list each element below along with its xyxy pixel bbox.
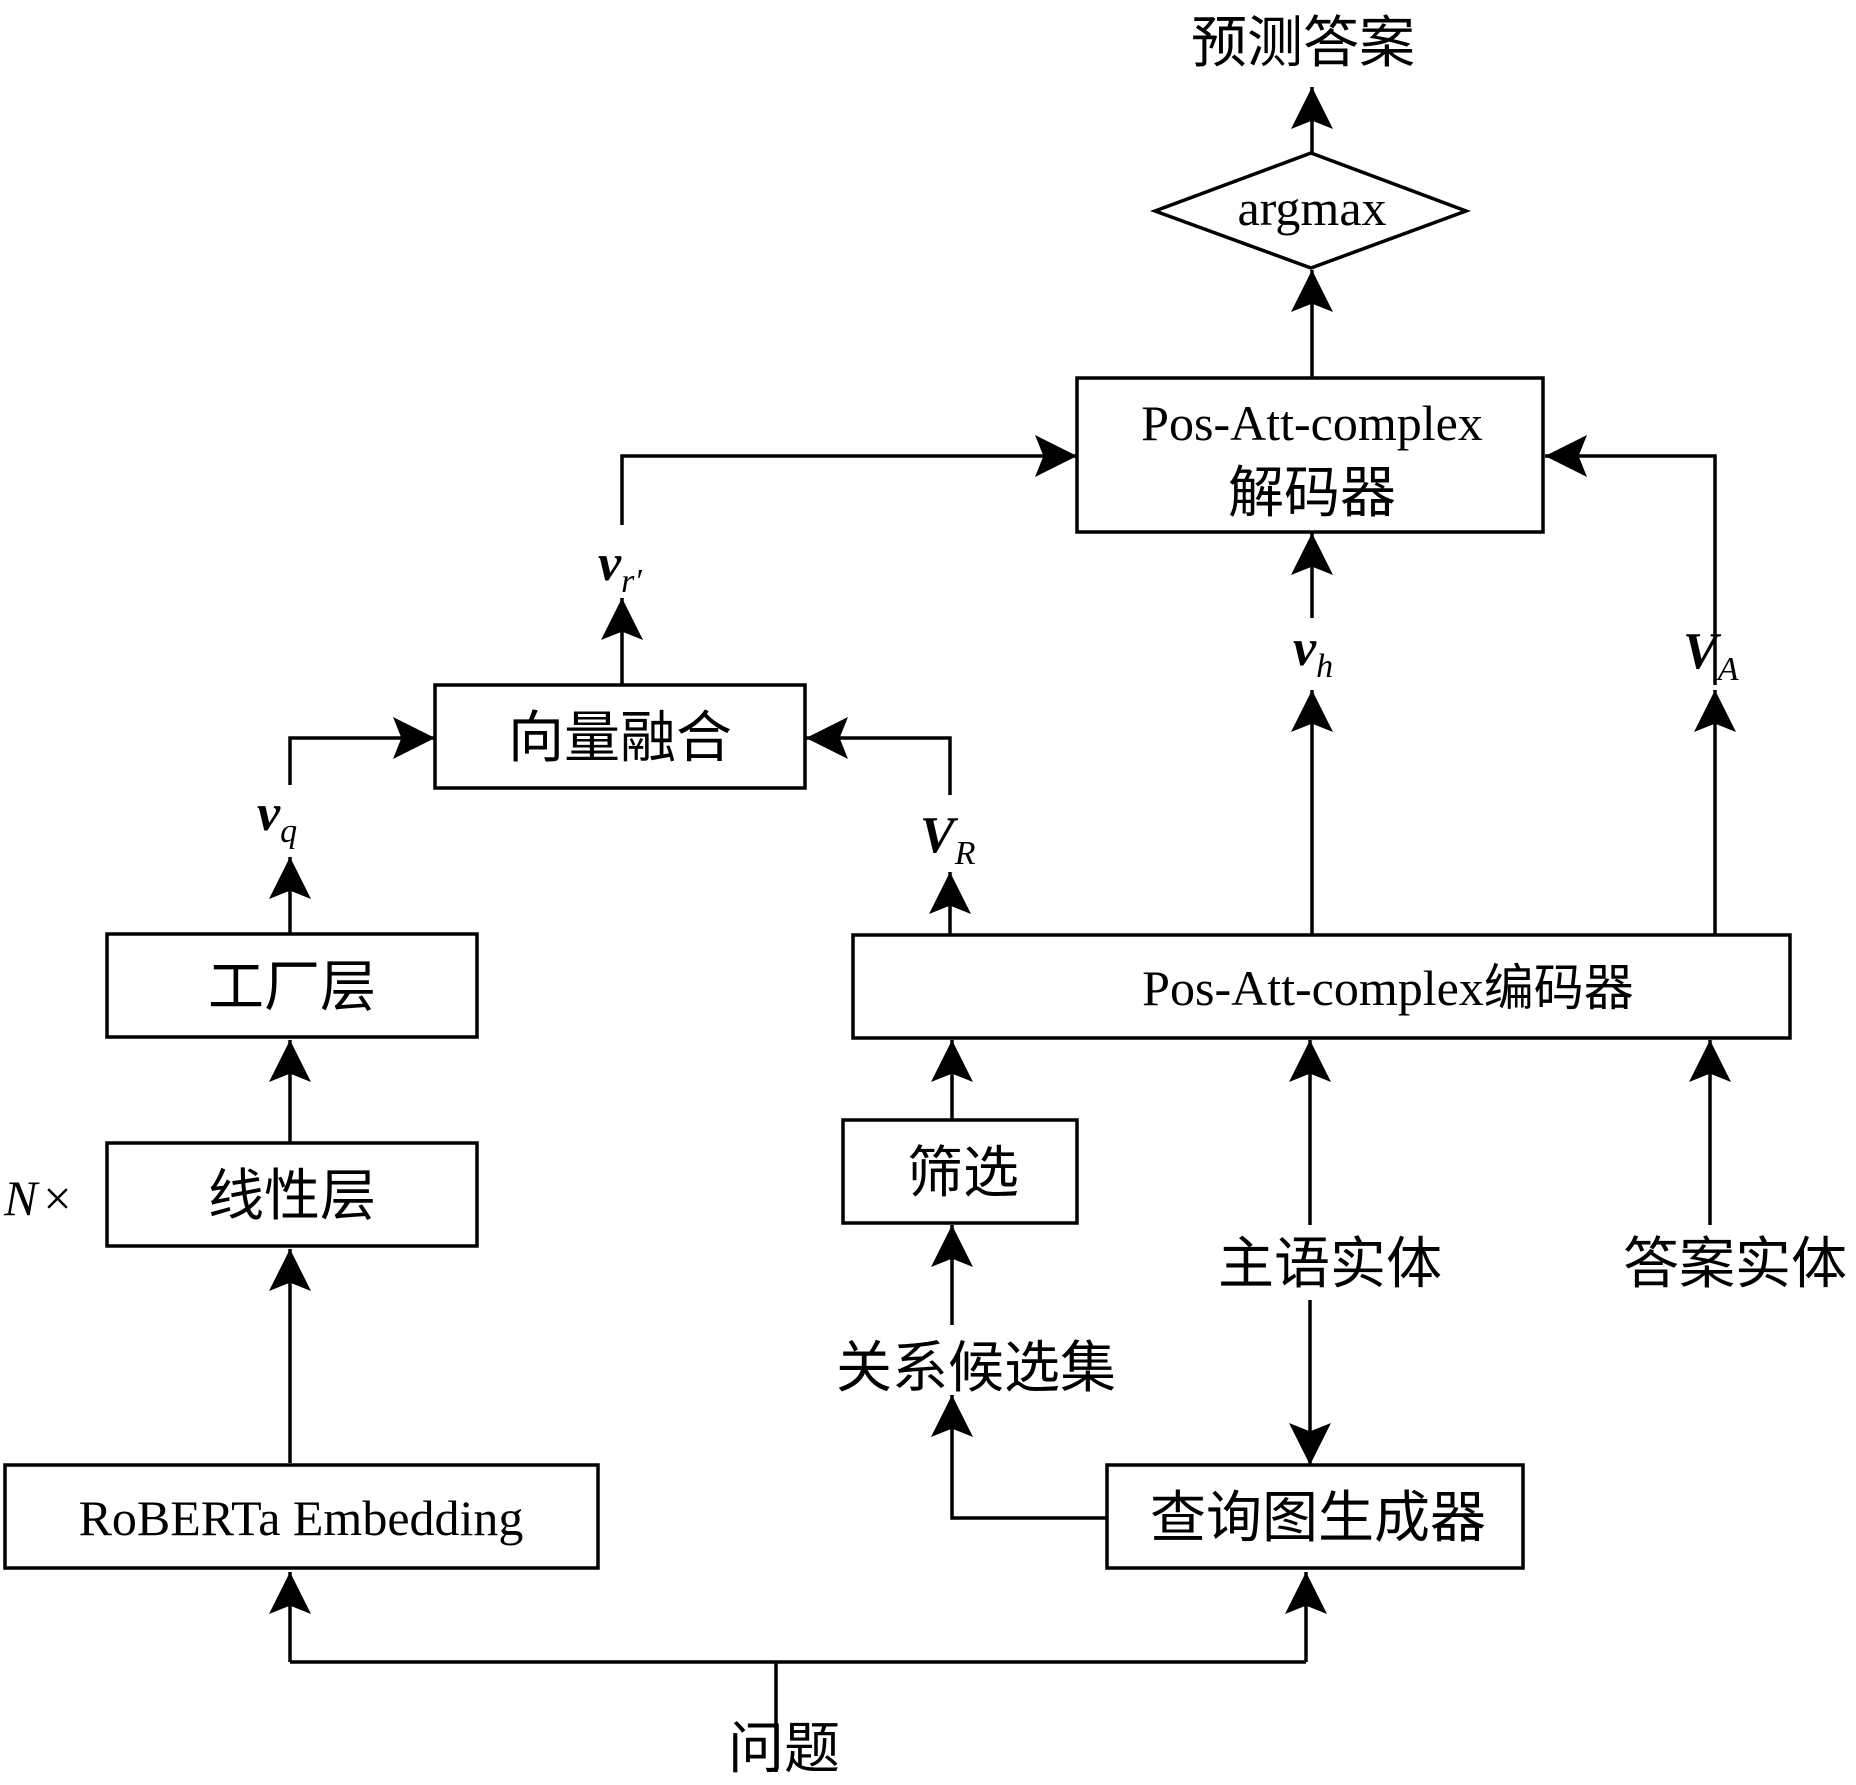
answer-entity-node: 答案实体: [1605, 1225, 1855, 1300]
argmax-label: argmax: [1237, 180, 1386, 236]
query-graph-generator-box: 查询图生成器: [1105, 1463, 1525, 1570]
filter-box: 筛选: [841, 1118, 1079, 1225]
vector-fusion-label: 向量融合: [508, 708, 732, 770]
relation-candidates-label: 关系候选集: [836, 1338, 1116, 1400]
repeat-n-label: N×: [3, 1170, 72, 1226]
vr-prime-label: vr′: [598, 535, 642, 600]
vh-label: vh: [1293, 620, 1333, 685]
vr-to-fusion-arrow: [806, 717, 952, 795]
linear-layer-box: 线性层: [105, 1141, 479, 1248]
vq-to-fusion-arrow: [288, 717, 435, 785]
subject-entity-label: 主语实体: [1218, 1234, 1442, 1296]
vrprime-to-decoder-arrow: [620, 435, 1077, 525]
query-graph-generator-label: 查询图生成器: [1150, 1488, 1486, 1550]
decoder-label-line2: 解码器: [1228, 463, 1396, 525]
vq-label: vq: [257, 785, 297, 850]
decoder-label-line1: Pos-Att-complex: [1141, 395, 1483, 451]
question-to-roberta-arrow: [290, 1572, 1306, 1664]
encoder-box: Pos-Att-complex编码器: [851, 933, 1792, 1040]
question-label: 问题: [728, 1719, 840, 1781]
prediction-label: 预测答案: [1191, 13, 1415, 75]
VA-label: VA: [1683, 623, 1739, 688]
subject-entity-node: 主语实体: [1205, 1225, 1465, 1300]
linear-layer-label: 线性层: [208, 1166, 376, 1228]
decoder-box: Pos-Att-complex 解码器: [1075, 376, 1545, 534]
roberta-embedding-label: RoBERTa Embedding: [79, 1490, 524, 1546]
VR-label: VR: [920, 807, 976, 872]
answer-entity-label: 答案实体: [1623, 1234, 1847, 1296]
factory-layer-box: 工厂层: [105, 932, 479, 1039]
encoder-label: Pos-Att-complex编码器: [1142, 960, 1634, 1016]
argmax-diamond: argmax: [1149, 151, 1472, 270]
querygraph-to-candidates-arrow: [931, 1395, 1107, 1520]
roberta-embedding-box: RoBERTa Embedding: [3, 1463, 600, 1570]
factory-layer-label: 工厂层: [208, 957, 376, 1019]
vector-fusion-box: 向量融合: [433, 683, 807, 790]
filter-label: 筛选: [907, 1143, 1019, 1205]
va-to-decoder-arrow: [1545, 435, 1717, 685]
